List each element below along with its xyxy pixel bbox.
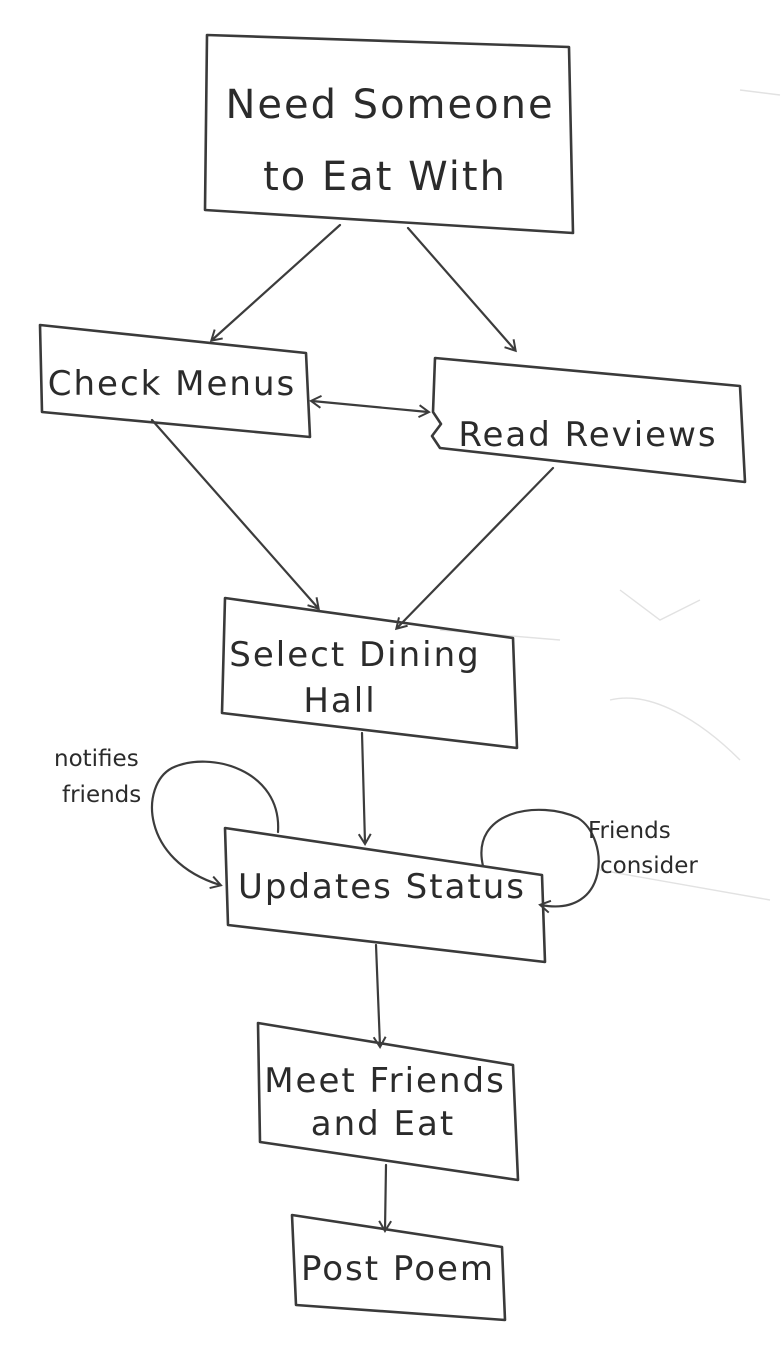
node-meet-friends-box <box>256 1021 520 1182</box>
node-meet-friends-line2: and Eat <box>311 1104 455 1144</box>
edge-check-menus-to-select-hall <box>150 418 320 611</box>
node-read-reviews-label: Read Reviews <box>458 415 717 455</box>
node-post-poem-box <box>290 1213 507 1322</box>
node-read-reviews: Read Reviews <box>430 356 747 484</box>
loop-notifies-friends <box>151 760 280 890</box>
edge-need-to-read-reviews <box>406 226 517 353</box>
annotation-notifies: notifies <box>54 746 139 772</box>
annotation-consider: consider <box>600 853 698 879</box>
node-need-someone-box <box>203 33 575 235</box>
paper-bleed-through <box>439 89 781 901</box>
edge-updates-status-to-meet-friends <box>372 943 387 1049</box>
node-need-someone-line1: Need Someone <box>225 82 554 128</box>
edge-meet-friends-to-post-poem <box>378 1163 392 1233</box>
node-updates-status-label: Updates Status <box>238 867 526 907</box>
node-post-poem: Post Poem <box>290 1213 507 1322</box>
node-need-someone-line2: to Eat With <box>263 154 507 200</box>
node-check-menus-box <box>38 323 312 439</box>
edge-select-hall-to-updates-status <box>357 731 372 846</box>
node-read-reviews-box <box>430 356 747 484</box>
node-select-dining-hall-line1: Select Dining <box>229 635 480 675</box>
annotation-friends-capital: Friends <box>588 818 671 844</box>
node-post-poem-label: Post Poem <box>301 1249 495 1289</box>
edge-read-reviews-to-select-hall <box>394 466 555 631</box>
annotation-friends: friends <box>62 782 141 808</box>
edge-check-menus-read-reviews <box>309 394 431 419</box>
node-check-menus-label: Check Menus <box>48 364 296 404</box>
node-updates-status-box <box>223 826 547 964</box>
edge-need-to-check-menus <box>209 223 342 342</box>
loop-friends-consider <box>480 808 600 914</box>
node-meet-friends: Meet Friends and Eat <box>256 1021 520 1182</box>
node-need-someone: Need Someone to Eat With <box>203 33 575 235</box>
node-updates-status: Updates Status <box>223 826 547 964</box>
node-check-menus: Check Menus <box>38 323 312 439</box>
node-select-dining-hall: Select Dining Hall <box>220 596 519 750</box>
node-select-dining-hall-box <box>220 596 519 750</box>
node-meet-friends-line1: Meet Friends <box>264 1061 506 1101</box>
node-select-dining-hall-line2: Hall <box>303 681 376 721</box>
